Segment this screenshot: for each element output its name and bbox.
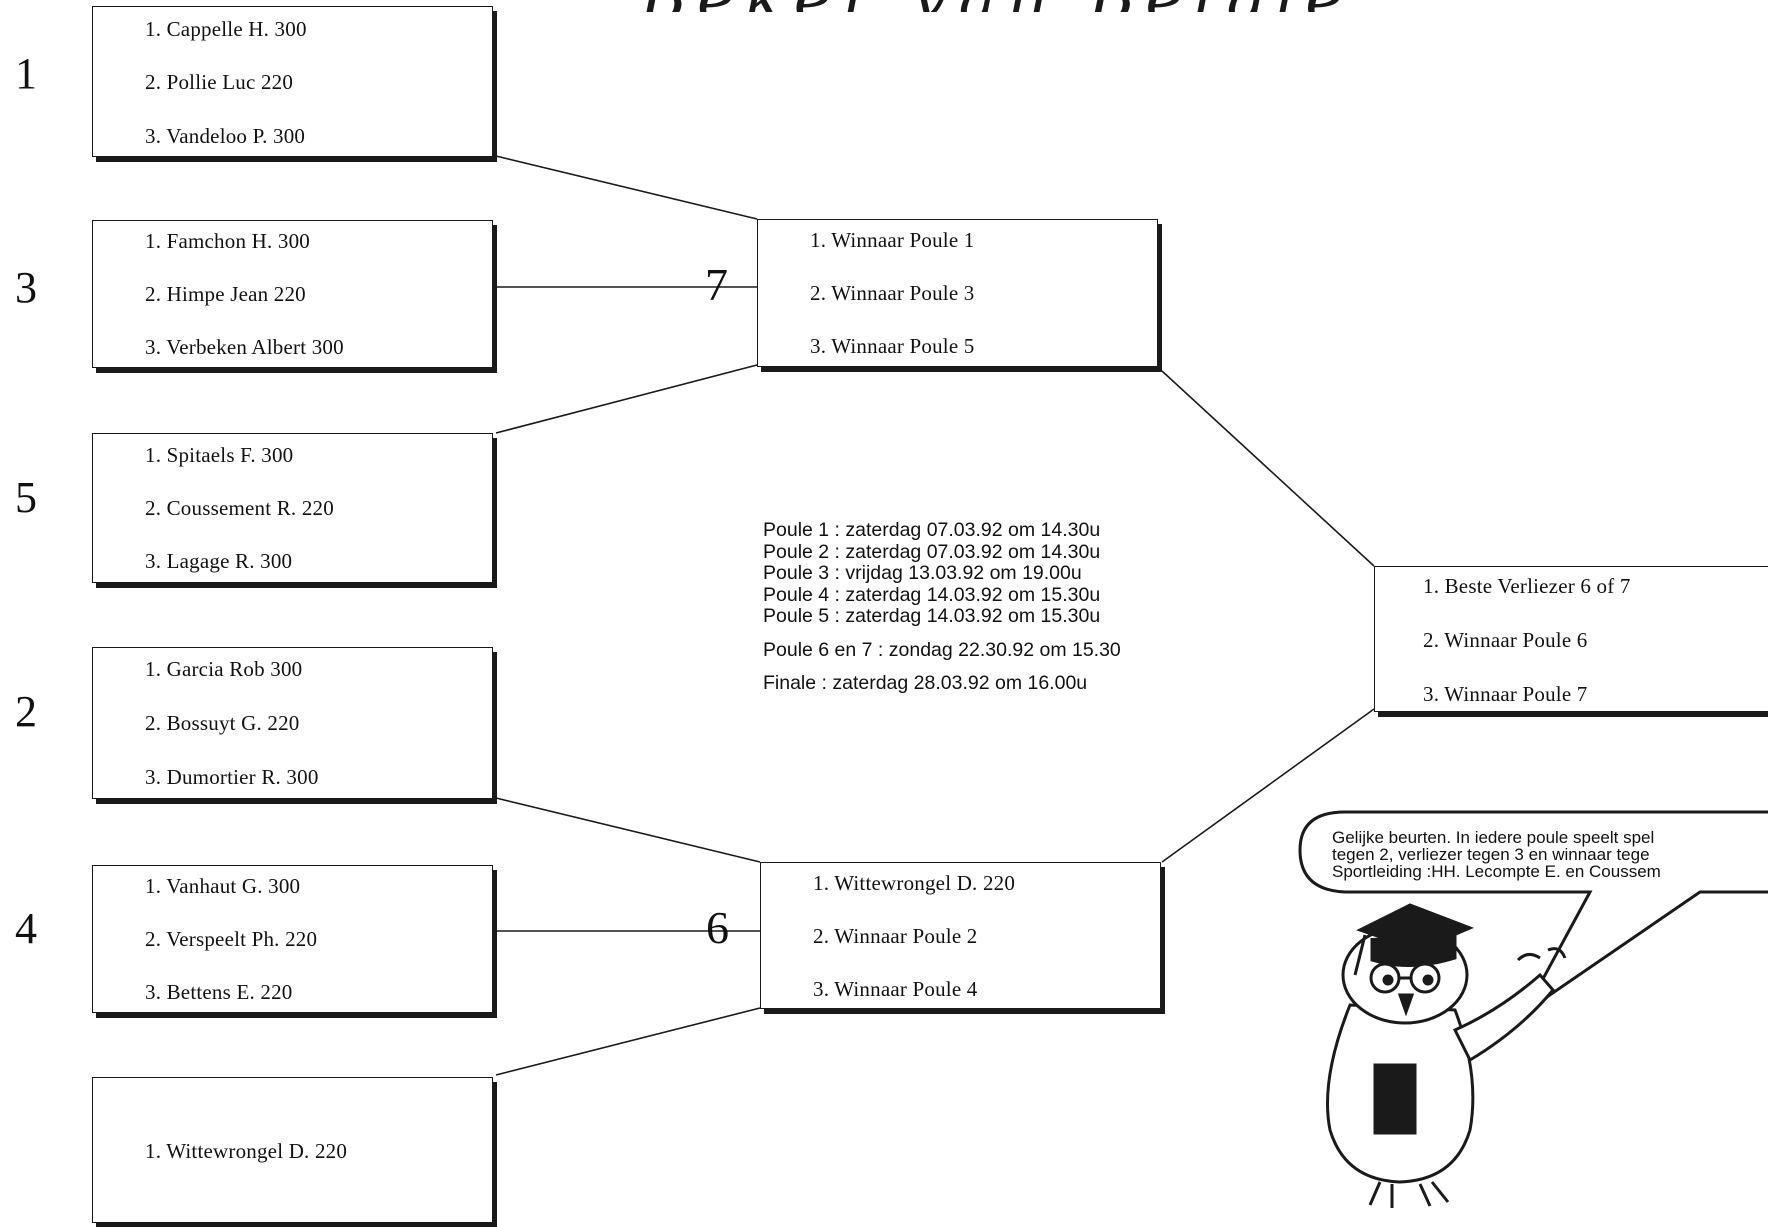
schedule-finale: Finale : zaterdag 28.03.92 om 16.00u <box>763 672 1088 694</box>
speech-bubble-shape <box>1298 810 1768 1014</box>
poule-2-entry-1: 1. Garcia Rob 300 <box>145 657 303 681</box>
connector-poule5-poule7 <box>495 364 758 434</box>
poule-4-entry-1: 1. Vanhaut G. 300 <box>145 874 301 898</box>
result-entry-1: 1. Wittewrongel D. 220 <box>145 1139 348 1163</box>
result-box: 1. Wittewrongel D. 220 <box>92 1077 493 1223</box>
poule-3-entry-2: 2. Himpe Jean 220 <box>145 282 306 306</box>
connector-poule1-poule7 <box>495 155 758 220</box>
poule-7-box: 1. Winnaar Poule 1 2. Winnaar Poule 3 3.… <box>757 219 1158 367</box>
poule-6-entry-2: 2. Winnaar Poule 2 <box>813 924 978 948</box>
poule-5-box: 1. Spitaels F. 300 2. Coussement R. 220 … <box>92 433 493 583</box>
schedule-line-2: Poule 2 : zaterdag 07.03.92 om 14.30u <box>763 540 1101 563</box>
finale-entry-1: 1. Beste Verliezer 6 of 7 <box>1423 574 1631 598</box>
poule-5-entry-1: 1. Spitaels F. 300 <box>145 443 294 467</box>
schedule-poule-6-7: Poule 6 en 7 : zondag 22.30.92 om 15.30 <box>763 638 1121 661</box>
poule-2-entry-2: 2. Bossuyt G. 220 <box>145 711 300 735</box>
poule-label-4: 4 <box>15 904 37 953</box>
poule-7-entry-1: 1. Winnaar Poule 1 <box>810 228 975 252</box>
schedule-line-1: Poule 1 : zaterdag 07.03.92 om 14.30u <box>763 519 1101 541</box>
poule-3-entry-3: 3. Verbeken Albert 300 <box>145 335 344 359</box>
poule-label-2: 2 <box>15 687 37 736</box>
poule-3-entry-1: 1. Famchon H. 300 <box>145 229 310 253</box>
poule-1-box: 1. Cappelle H. 300 2. Pollie Luc 220 3. … <box>92 6 493 157</box>
connector-result-poule6 <box>495 1007 761 1076</box>
poule-4-entry-2: 2. Verspeelt Ph. 220 <box>145 927 318 951</box>
speech-bubble-text: Gelijke beurten. In iedere poule speelt … <box>1332 829 1661 880</box>
poule-5-entry-2: 2. Coussement R. 220 <box>145 496 334 520</box>
speech-bubble-line-1: Gelijke beurten. In iedere poule speelt … <box>1332 828 1655 847</box>
poule-label-6: 6 <box>706 902 729 953</box>
finale-entry-3: 3. Winnaar Poule 7 <box>1423 682 1588 706</box>
poule-7-entry-2: 2. Winnaar Poule 3 <box>810 281 975 305</box>
poule-2-box: 1. Garcia Rob 300 2. Bossuyt G. 220 3. D… <box>92 647 493 799</box>
poule-label-5: 5 <box>15 473 37 522</box>
poule-4-entry-3: 3. Bettens E. 220 <box>145 980 293 1004</box>
poule-4-box: 1. Vanhaut G. 300 2. Verspeelt Ph. 220 3… <box>92 865 493 1013</box>
poule-5-entry-3: 3. Lagage R. 300 <box>145 549 293 573</box>
finale-box: 1. Beste Verliezer 6 of 7 2. Winnaar Pou… <box>1374 566 1768 712</box>
connector-poule7-finale <box>1161 370 1375 567</box>
poule-3-box: 1. Famchon H. 300 2. Himpe Jean 220 3. V… <box>92 220 493 368</box>
poule-6-entry-1: 1. Wittewrongel D. 220 <box>813 871 1016 895</box>
owl-professor-icon <box>1326 903 1567 1208</box>
poule-1-entry-2: 2. Pollie Luc 220 <box>145 70 294 94</box>
schedule-line-5: Poule 5 : zaterdag 14.03.92 om 15.30u <box>763 605 1101 627</box>
poule-label-3: 3 <box>15 263 37 312</box>
page-title: Beker van België <box>640 0 1353 12</box>
schedule-line-4: Poule 4 : zaterdag 14.03.92 om 15.30u <box>763 583 1101 606</box>
poule-1-entry-3: 3. Vandeloo P. 300 <box>145 124 306 148</box>
schedule-line-3: Poule 3 : vrijdag 13.03.92 om 19.00u <box>763 562 1082 584</box>
schedule: Poule 1 : zaterdag 07.03.92 om 14.30u Po… <box>763 519 1121 695</box>
poule-6-box: 1. Wittewrongel D. 220 2. Winnaar Poule … <box>760 862 1161 1009</box>
poule-2-entry-3: 3. Dumortier R. 300 <box>145 765 319 789</box>
speech-bubble-line-3: Sportleiding :HH. Lecompte E. en Coussem <box>1332 862 1661 881</box>
poule-7-entry-3: 3. Winnaar Poule 5 <box>810 334 975 358</box>
finale-entry-2: 2. Winnaar Poule 6 <box>1423 628 1588 652</box>
poule-label-1: 1 <box>15 49 37 98</box>
poule-1-entry-1: 1. Cappelle H. 300 <box>145 17 307 41</box>
poule-label-7: 7 <box>705 259 728 310</box>
connector-poule2-poule6 <box>495 797 761 863</box>
connector-poule6-finale <box>1161 708 1375 863</box>
poule-6-entry-3: 3. Winnaar Poule 4 <box>813 977 978 1001</box>
speech-bubble-line-2: tegen 2, verliezer tegen 3 en winnaar te… <box>1332 845 1650 864</box>
